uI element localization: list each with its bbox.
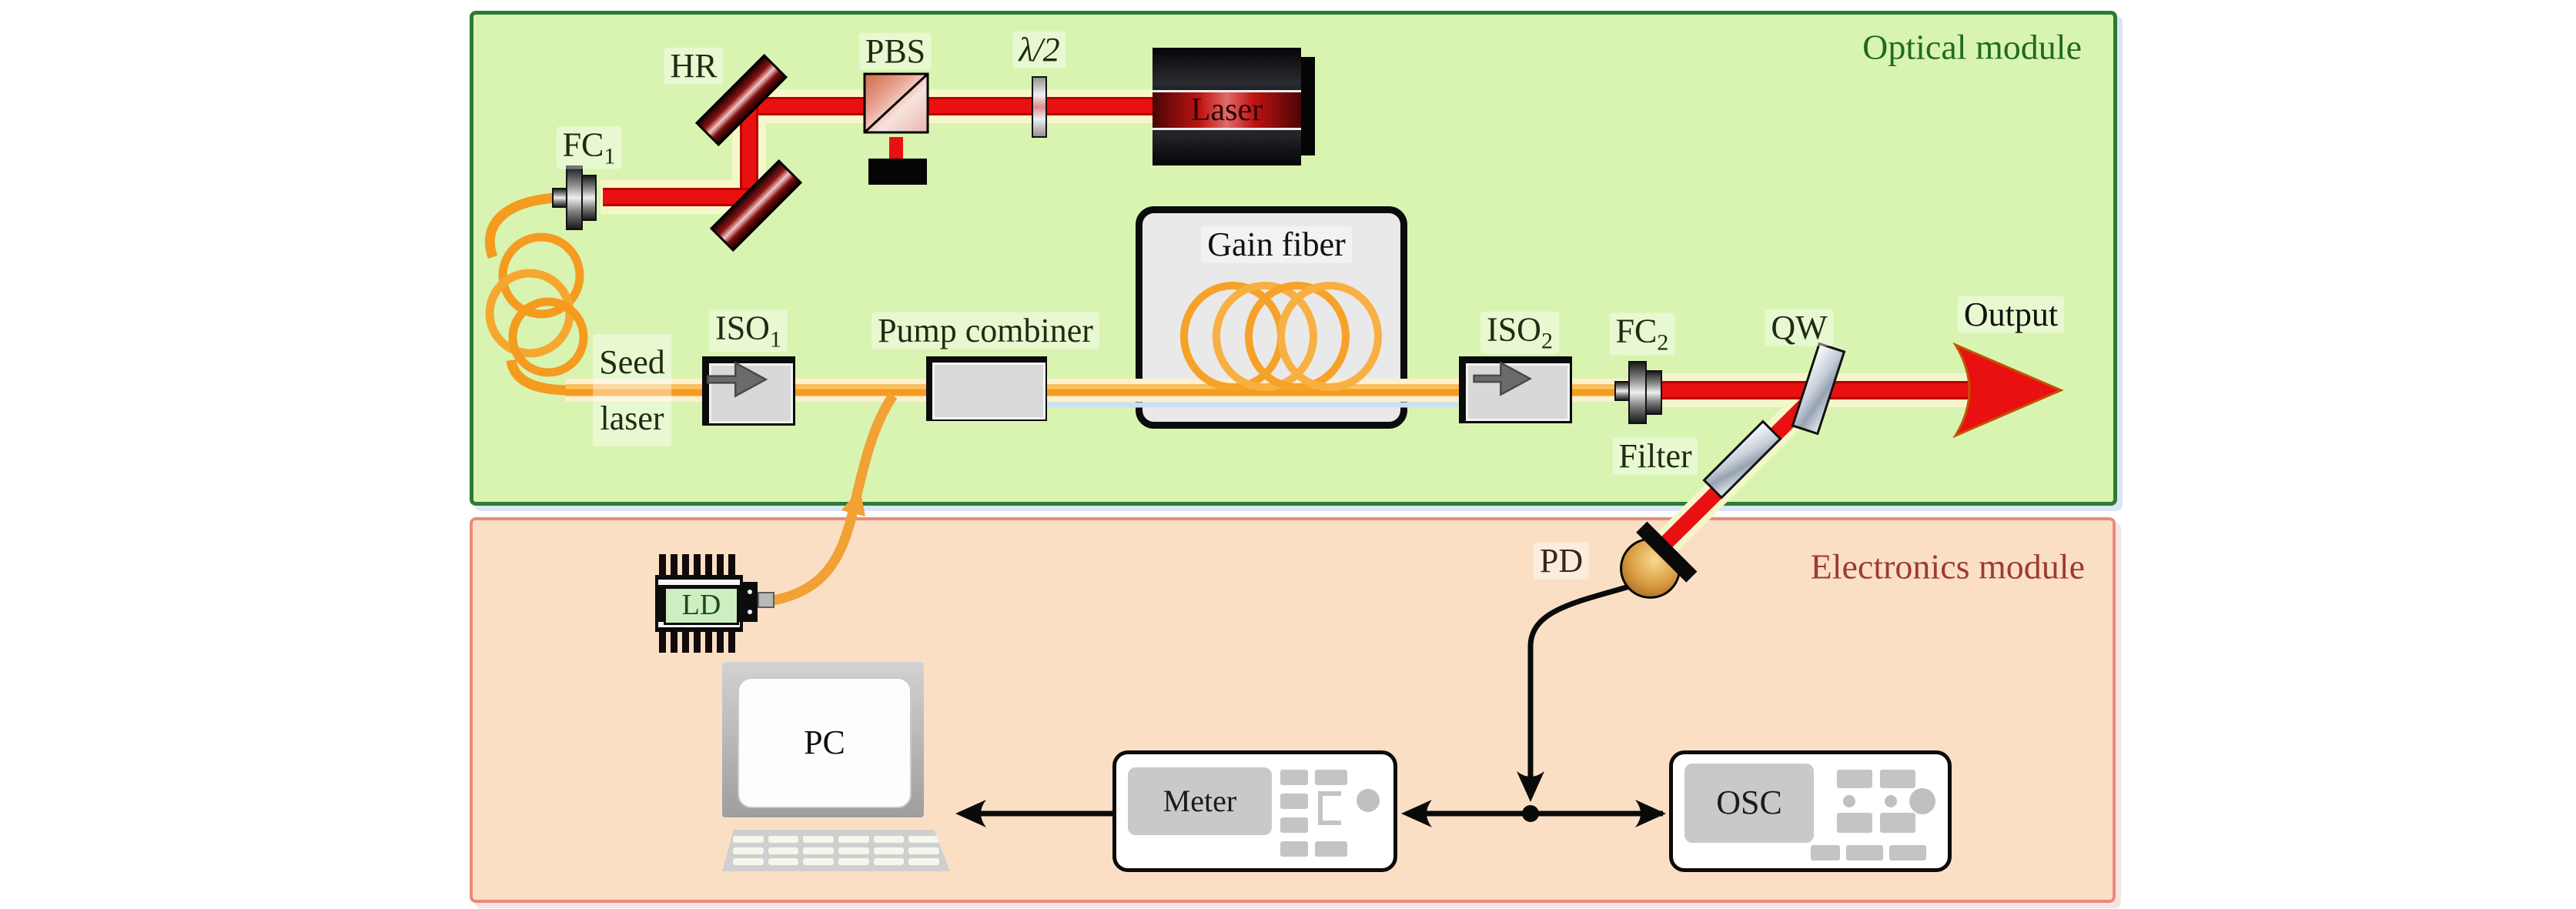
photodiode xyxy=(1620,521,1698,599)
fiber-coupler-2 xyxy=(1614,361,1662,424)
ld-panel: LD xyxy=(664,587,739,625)
meter-button xyxy=(1315,770,1347,785)
pc-monitor: PC xyxy=(722,662,924,817)
osc-button xyxy=(1889,845,1926,861)
hr-mirror-upper xyxy=(694,53,788,147)
fiber-coupler-1 xyxy=(552,165,597,230)
pump-fiber-arrowhead xyxy=(841,488,865,516)
osc-button xyxy=(1880,813,1915,833)
ld-pin xyxy=(705,554,712,575)
ld-pin xyxy=(671,554,677,575)
pbs-label: PBS xyxy=(858,32,932,71)
filter-label: Filter xyxy=(1612,437,1698,476)
meter-bracket-widget xyxy=(1318,791,1341,825)
ld-pin xyxy=(717,554,724,575)
half-wave-plate xyxy=(1032,76,1047,138)
ld-pin xyxy=(659,554,666,575)
meter-screen: Meter xyxy=(1128,767,1272,835)
optical-module-title: Optical module xyxy=(1862,27,2082,67)
meter-button xyxy=(1280,841,1308,857)
output-label: Output xyxy=(1957,296,2065,334)
ld-label: LD xyxy=(681,589,721,622)
osc-knob xyxy=(1885,795,1897,807)
ld-pin xyxy=(671,632,677,653)
isolator-1 xyxy=(702,356,795,426)
osc-button xyxy=(1837,770,1872,788)
ld-pin xyxy=(717,632,724,653)
laser-back-plate xyxy=(1301,57,1315,155)
isolator-arrow-icon xyxy=(1473,361,1533,396)
osc-button xyxy=(1880,770,1915,788)
isolator-2 xyxy=(1459,356,1572,423)
meter-knob xyxy=(1357,789,1380,812)
osc-button xyxy=(1837,813,1872,833)
qw-label: QW xyxy=(1765,309,1834,347)
meter-button xyxy=(1280,817,1308,833)
pbs-cube xyxy=(863,72,929,134)
osc-knob xyxy=(1909,788,1935,814)
ld-connector xyxy=(743,582,758,622)
laser-window: Laser xyxy=(1153,90,1301,130)
laser-label: Laser xyxy=(1190,92,1263,128)
ld-pin xyxy=(728,554,735,575)
iso1-label: ISO1 xyxy=(709,309,788,353)
pc-screen: PC xyxy=(738,677,912,808)
osc-label: OSC xyxy=(1716,784,1782,822)
ld-pin xyxy=(705,632,712,653)
meter-button xyxy=(1315,841,1347,857)
wire-arrowheads xyxy=(955,771,1666,827)
osc-button xyxy=(1811,845,1840,861)
iso2-label: ISO2 xyxy=(1480,311,1559,354)
electronics-module-title: Electronics module xyxy=(1810,546,2085,587)
osc-button xyxy=(1846,845,1883,861)
hr-mirror-lower xyxy=(709,159,803,252)
ld-pin xyxy=(682,554,689,575)
meter-button xyxy=(1280,794,1308,809)
osc-screen: OSC xyxy=(1684,764,1814,843)
ld-pin xyxy=(728,632,735,653)
fc1-label: FC1 xyxy=(556,126,622,169)
osc-knob xyxy=(1843,795,1855,807)
qw-plate xyxy=(1791,342,1846,436)
pump-laser-head: Laser xyxy=(1153,48,1315,165)
ld-fiber-port xyxy=(758,592,774,608)
filter-plate xyxy=(1702,419,1782,500)
pump-combiner-label: Pump combiner xyxy=(871,312,1099,350)
pc-keyboard xyxy=(722,830,950,871)
ld-pin xyxy=(659,632,666,653)
ld-pin xyxy=(682,632,689,653)
laser-diode-chip: LD xyxy=(655,575,743,632)
isolator-arrow-icon xyxy=(707,361,768,398)
meter-label: Meter xyxy=(1163,784,1237,818)
ld-pin xyxy=(694,632,701,653)
fc2-label: FC2 xyxy=(1609,312,1675,356)
meter-button xyxy=(1280,770,1308,785)
gain-fiber-label: Gain fiber xyxy=(1201,226,1352,264)
hr-label: HR xyxy=(664,47,724,85)
pump-combiner-box xyxy=(926,356,1047,421)
beam-dump xyxy=(868,159,927,185)
pc-label: PC xyxy=(804,723,845,761)
half-wave-label: λ/2 xyxy=(1012,31,1066,69)
pd-label: PD xyxy=(1533,542,1590,580)
output-arrowhead xyxy=(1952,342,2064,439)
ld-pin xyxy=(694,554,701,575)
